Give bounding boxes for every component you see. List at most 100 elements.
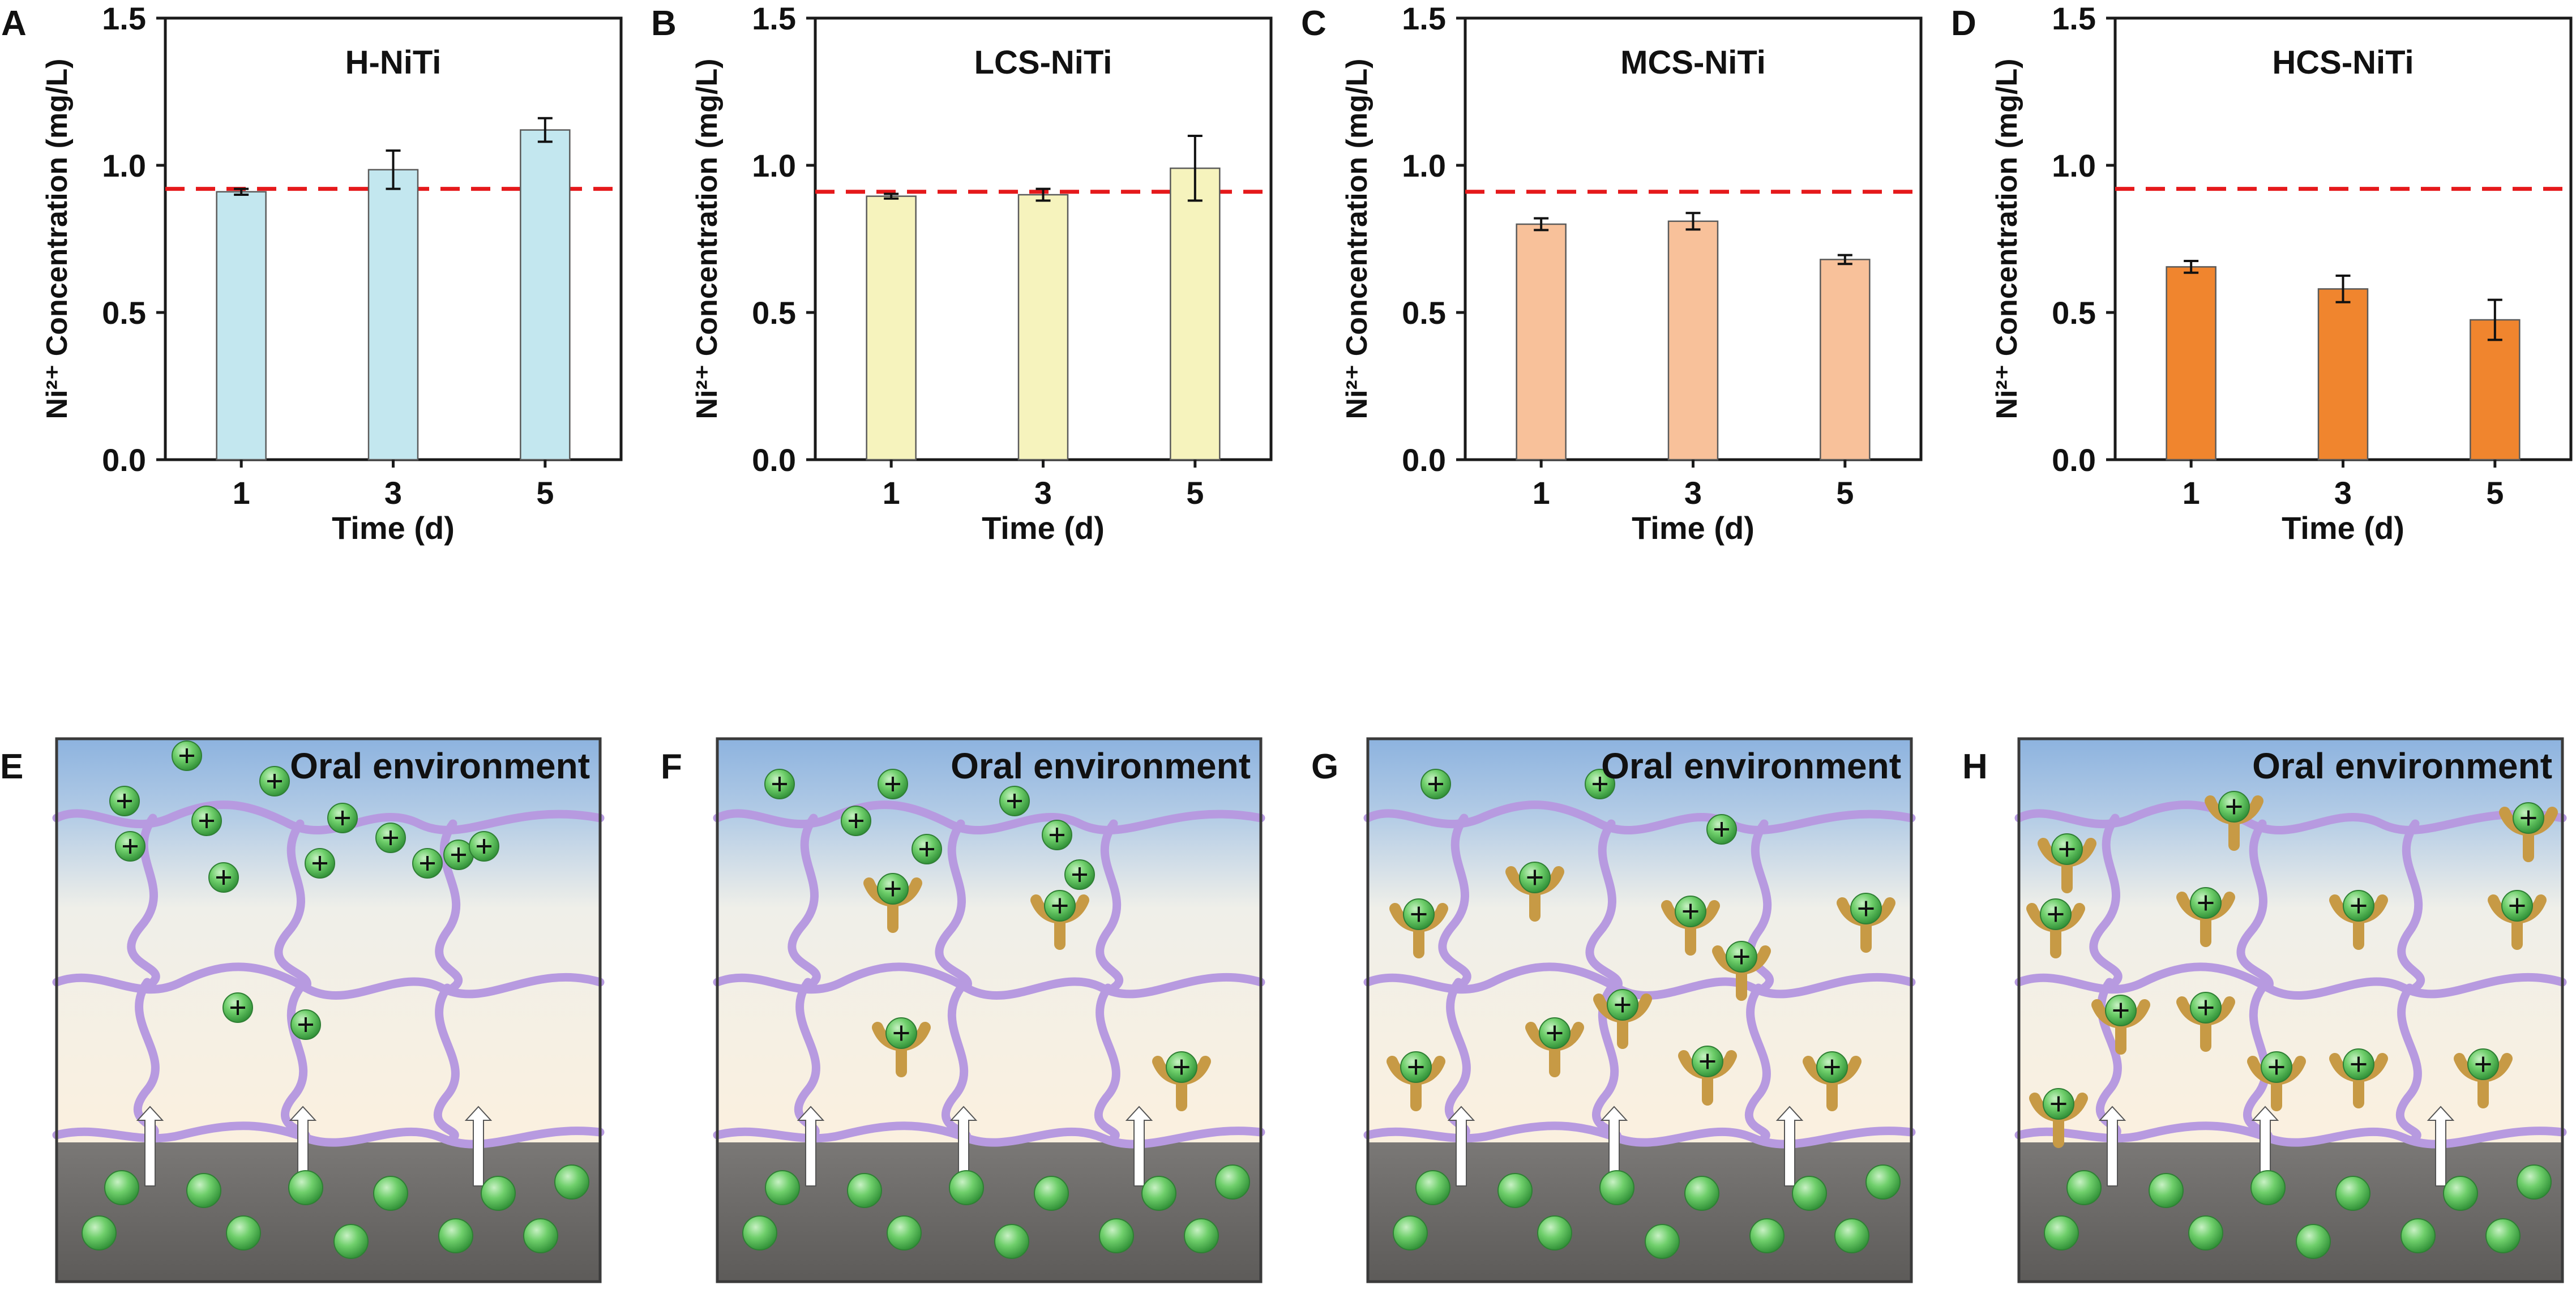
y-axis-label: Ni²⁺ Concentration (mg/L) <box>1991 59 2023 419</box>
ni-atom <box>2250 1170 2286 1205</box>
chart-title: H-NiTi <box>345 44 442 81</box>
ni-atom <box>481 1176 516 1211</box>
ni-atom <box>949 1170 984 1205</box>
bar-5 <box>2470 319 2521 461</box>
x-tick-label-5: 5 <box>1186 475 1204 511</box>
ni-atom <box>2485 1218 2521 1253</box>
ni-atom <box>847 1173 882 1208</box>
x-tick-label-1: 1 <box>1533 475 1550 511</box>
chart-title: MCS-NiTi <box>1620 44 1766 81</box>
panel-letter-a: A <box>1 4 27 43</box>
ni-atom <box>226 1215 261 1251</box>
panel-letter-h: H <box>1962 747 1988 786</box>
oral-environment-background <box>57 739 600 1142</box>
bar-1 <box>216 191 267 461</box>
y-tick-label-1.5: 1.5 <box>2052 1 2096 36</box>
polymer-crosslink <box>2089 813 2123 987</box>
x-tick-label-1: 1 <box>883 475 900 511</box>
panel-letter-c: C <box>1301 4 1326 43</box>
bar-3 <box>367 169 419 461</box>
ni-atom <box>438 1218 473 1253</box>
x-tick-label-5: 5 <box>536 475 554 511</box>
y-tick-label-1.5: 1.5 <box>1402 1 1446 36</box>
y-tick-label-0.0: 0.0 <box>102 442 146 478</box>
caption-oral-environment: Oral environment <box>951 746 1251 786</box>
y-axis-label: Ni²⁺ Concentration (mg/L) <box>691 59 724 419</box>
ni-atom <box>2400 1218 2436 1253</box>
polymer-crosslink <box>1438 813 1471 987</box>
polymer-crosslink <box>1094 983 1120 1142</box>
ni-atom <box>2149 1173 2184 1208</box>
bar-3 <box>1667 220 1719 461</box>
schematic-panel-f: Oral environment F <box>661 737 1265 1283</box>
y-tick-label-1.5: 1.5 <box>102 1 146 36</box>
ni-atom <box>1645 1224 1680 1259</box>
y-tick-label-1.0: 1.0 <box>2052 148 2096 183</box>
x-tick-label-3: 3 <box>1684 475 1702 511</box>
x-tick-label-3: 3 <box>384 475 402 511</box>
up-arrow-icon <box>2427 1106 2455 1187</box>
ni-atom <box>186 1173 221 1208</box>
ni-atom <box>1537 1215 1572 1251</box>
ni-atom <box>104 1170 139 1205</box>
chart-title: HCS-NiTi <box>2272 44 2414 81</box>
ni-atom <box>994 1224 1029 1259</box>
y-tick-label-0.5: 0.5 <box>1402 295 1446 331</box>
y-tick-label-0.0: 0.0 <box>1402 442 1446 478</box>
polymer-crosslink <box>274 819 311 992</box>
panel-letter-f: F <box>661 747 682 786</box>
ni-atom <box>2044 1215 2079 1251</box>
x-tick-label-5: 5 <box>2486 475 2504 511</box>
ni-atom <box>1684 1176 1719 1211</box>
ni-atom <box>2335 1176 2370 1211</box>
up-arrow-icon <box>1775 1106 1804 1187</box>
ni-atom <box>2517 1164 2552 1200</box>
ni-atom <box>887 1215 922 1251</box>
bar-5 <box>1170 167 1221 461</box>
x-axis-label: Time (d) <box>1632 510 1755 546</box>
y-axis-label: Ni²⁺ Concentration (mg/L) <box>1341 59 1373 419</box>
y-tick-label-0.5: 0.5 <box>102 295 146 331</box>
polymer-crosslink <box>788 813 821 987</box>
panel-letter-g: G <box>1311 747 1338 786</box>
chart-title: LCS-NiTi <box>974 44 1112 81</box>
niti-substrate <box>57 1142 600 1282</box>
polymer-crosslink <box>434 983 460 1142</box>
ni-atom <box>1099 1218 1134 1253</box>
polymer-crosslink <box>2236 819 2274 992</box>
ni-atom <box>554 1164 589 1200</box>
polymer-crosslink <box>935 819 972 992</box>
up-arrow-icon <box>2098 1106 2126 1187</box>
schematic-frame <box>2017 737 2564 1283</box>
schematic-frame <box>716 737 1263 1283</box>
caption-oral-environment: Oral environment <box>290 746 590 786</box>
y-tick-label-1.0: 1.0 <box>752 148 796 183</box>
ni-atom <box>373 1176 408 1211</box>
y-tick-label-0.5: 0.5 <box>2052 295 2096 331</box>
y-tick-label-0.0: 0.0 <box>2052 442 2096 478</box>
ni-atom <box>1599 1170 1634 1205</box>
polymer-crosslink <box>1096 819 1124 992</box>
ni-atom <box>742 1215 777 1251</box>
up-arrow-icon <box>464 1106 493 1187</box>
y-axis-label: Ni²⁺ Concentration (mg/L) <box>41 59 74 419</box>
up-arrow-icon <box>1125 1106 1153 1187</box>
ni-atom <box>1865 1164 1901 1200</box>
ni-atom <box>1792 1176 1827 1211</box>
ni-atom <box>82 1215 117 1251</box>
up-arrow-icon <box>797 1106 825 1187</box>
ni-atom <box>2443 1176 2478 1211</box>
x-tick-label-1: 1 <box>2183 475 2200 511</box>
y-tick-label-0.0: 0.0 <box>752 442 796 478</box>
ni-atom <box>523 1218 558 1253</box>
schematic-frame <box>1366 737 1913 1283</box>
x-tick-label-5: 5 <box>1836 475 1854 511</box>
panel-letter-b: B <box>651 4 677 43</box>
ni-atom <box>1749 1218 1785 1253</box>
